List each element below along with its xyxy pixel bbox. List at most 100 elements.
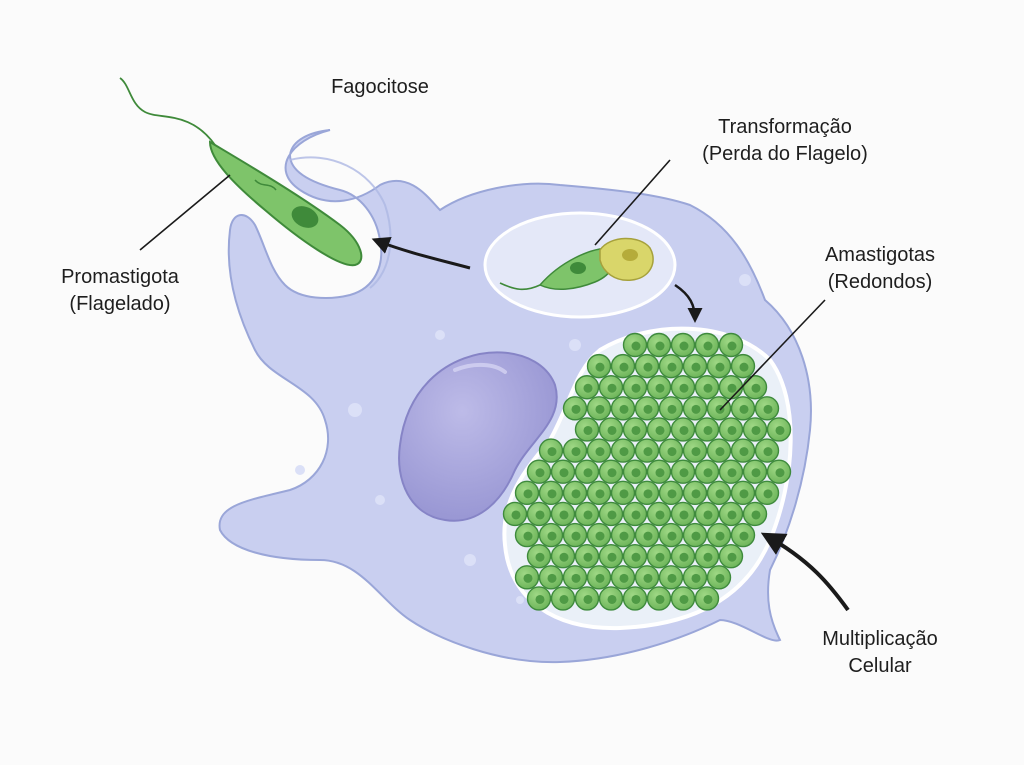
amastigote-nucleus <box>667 573 677 583</box>
amastigote-nucleus <box>691 531 701 541</box>
amastigote-nucleus <box>667 362 677 372</box>
amastigote-nucleus <box>727 383 737 393</box>
amastigote-nucleus <box>547 489 557 499</box>
amastigote-nucleus <box>715 447 725 457</box>
amastigote-nucleus <box>679 341 689 351</box>
amastigote-nucleus <box>631 510 641 520</box>
amastigote-nucleus <box>583 594 593 604</box>
amastigotas-line2: (Redondos) <box>827 271 933 293</box>
amastigote-nucleus <box>631 383 641 393</box>
amastigote-nucleus <box>619 573 629 583</box>
amastigote-nucleus <box>751 510 761 520</box>
promastigota-line2: (Flagelado) <box>69 293 171 315</box>
multiplicacao-line2: Celular <box>848 655 912 677</box>
amastigote-nucleus <box>619 447 629 457</box>
amastigote-nucleus <box>727 552 737 562</box>
amastigote-nucleus <box>727 425 737 435</box>
amastigote-nucleus <box>607 425 617 435</box>
amastigote-cluster <box>502 332 792 611</box>
amastigote-nucleus <box>703 510 713 520</box>
amastigote-nucleus <box>655 552 665 562</box>
amastigote-nucleus <box>631 341 641 351</box>
amastigote-nucleus <box>739 489 749 499</box>
amastigote-nucleus <box>643 404 653 414</box>
amastigote-nucleus <box>619 362 629 372</box>
amastigote-nucleus <box>571 489 581 499</box>
amastigote-nucleus <box>559 594 569 604</box>
amastigote-nucleus <box>739 404 749 414</box>
amastigote-nucleus <box>559 468 569 478</box>
multiplication-arrow <box>760 532 850 612</box>
transformacao-line1: Transformação <box>718 116 852 138</box>
amastigote-nucleus <box>583 425 593 435</box>
promastigote-parasite-icon <box>119 77 363 267</box>
amastigote-nucleus <box>679 594 689 604</box>
amastigote-nucleus <box>631 594 641 604</box>
amastigote-nucleus <box>691 489 701 499</box>
amastigote-nucleus <box>703 552 713 562</box>
amastigote-nucleus <box>619 489 629 499</box>
amastigote-nucleus <box>667 489 677 499</box>
amastigote-nucleus <box>631 552 641 562</box>
amastigote-nucleus <box>643 489 653 499</box>
amastigote-nucleus <box>691 447 701 457</box>
label-transformacao: Transformação (Perda do Flagelo) <box>675 114 895 168</box>
amastigote-nucleus <box>751 383 761 393</box>
amastigote-nucleus <box>667 447 677 457</box>
multiplicacao-line1: Multiplicação <box>822 628 938 650</box>
amastigote-nucleus <box>751 468 761 478</box>
amastigote-nucleus <box>703 594 713 604</box>
amastigote-nucleus <box>727 510 737 520</box>
label-multiplicacao: Multiplicação Celular <box>800 626 960 680</box>
amastigote-nucleus <box>679 425 689 435</box>
amastigote-nucleus <box>535 510 545 520</box>
transformacao-line2: (Perda do Flagelo) <box>702 143 868 165</box>
amastigote-nucleus <box>619 404 629 414</box>
amastigote-nucleus <box>595 573 605 583</box>
amastigote-nucleus <box>559 510 569 520</box>
transformation-arrow <box>674 283 703 323</box>
cell-nucleus <box>398 351 558 522</box>
amastigote-nucleus <box>655 341 665 351</box>
amastigote-nucleus <box>595 362 605 372</box>
label-promastigota: Promastigota (Flagelado) <box>40 264 200 318</box>
amastigote-nucleus <box>655 594 665 604</box>
amastigote-nucleus <box>703 383 713 393</box>
amastigote-nucleus <box>607 552 617 562</box>
amastigotas-line1: Amastigotas <box>824 244 936 266</box>
amastigote-nucleus <box>607 468 617 478</box>
amastigote-nucleus <box>619 531 629 541</box>
amastigote-nucleus <box>715 362 725 372</box>
amastigote-nucleus <box>655 510 665 520</box>
phagocytosis-arrow <box>371 236 471 270</box>
amastigote-nucleus <box>583 552 593 562</box>
amastigote-nucleus <box>655 383 665 393</box>
amastigote-nucleus <box>667 531 677 541</box>
amastigote-nucleus <box>595 531 605 541</box>
amastigote-nucleus <box>523 531 533 541</box>
label-fagocitose: Fagocitose <box>300 74 460 101</box>
amastigote-nucleus <box>631 425 641 435</box>
amastigote-nucleus <box>595 404 605 414</box>
amastigote-nucleus <box>643 362 653 372</box>
amastigote-nucleus <box>571 531 581 541</box>
amastigote-nucleus <box>571 573 581 583</box>
amastigote-nucleus <box>715 573 725 583</box>
amastigote-nucleus <box>679 383 689 393</box>
amastigote-nucleus <box>631 468 641 478</box>
amastigote-nucleus <box>691 573 701 583</box>
amastigote-nucleus <box>535 594 545 604</box>
amastigote-nucleus <box>739 362 749 372</box>
amastigote-nucleus <box>607 383 617 393</box>
amastigote-nucleus <box>763 447 773 457</box>
amastigote-nucleus <box>643 573 653 583</box>
amastigote-nucleus <box>727 468 737 478</box>
amastigote-nucleus <box>547 447 557 457</box>
amastigote-nucleus <box>583 468 593 478</box>
amastigote-nucleus <box>511 510 521 520</box>
promastigota-leader-line <box>139 174 231 251</box>
amastigote-nucleus <box>775 468 785 478</box>
amastigote-nucleus <box>595 447 605 457</box>
amastigote-nucleus <box>559 552 569 562</box>
